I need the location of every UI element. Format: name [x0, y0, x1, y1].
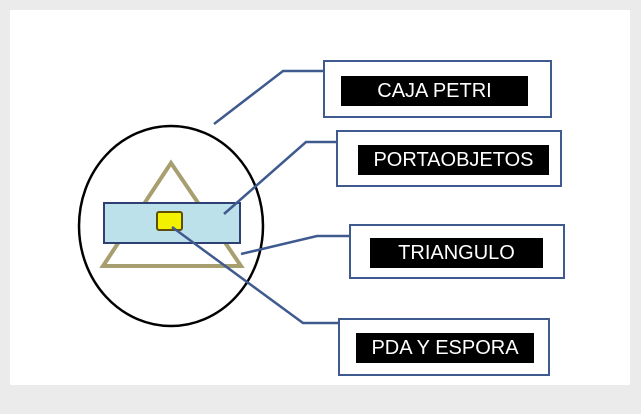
leader-line-triangle	[240, 234, 349, 256]
leader-line-pda	[171, 225, 338, 325]
callout-triangle: TRIANGULO	[349, 224, 565, 279]
label-petri-dish: CAJA PETRI	[341, 76, 528, 106]
label-slide: PORTAOBJETOS	[358, 145, 549, 175]
petri-dish	[77, 124, 265, 328]
callout-pda-spore: PDA Y ESPORA	[338, 318, 550, 376]
label-triangle: TRIANGULO	[370, 238, 543, 268]
callout-petri-dish: CAJA PETRI	[323, 60, 552, 118]
callout-slide: PORTAOBJETOS	[336, 130, 562, 187]
leader-line-petri	[213, 69, 323, 125]
leader-line-slide	[223, 140, 336, 215]
label-pda-spore: PDA Y ESPORA	[356, 333, 534, 363]
pda-spore	[156, 211, 183, 231]
